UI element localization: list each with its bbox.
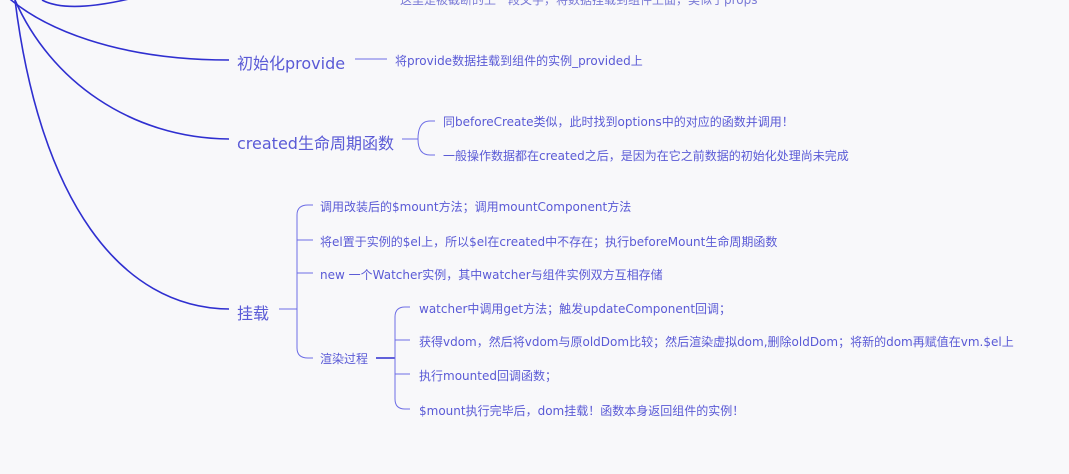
branch-created[interactable]: created生命周期函数 [237,134,394,153]
connector-provide [9,0,230,61]
render-child-4[interactable]: $mount执行完毕后，dom挂载！函数本身返回组件的实例！ [419,404,745,418]
connector-created-bracket [402,120,435,156]
created-child-2[interactable]: 一般操作数据都在created之后，是因为在它之前数据的初始化处理尚未完成 [443,149,849,163]
branch-render[interactable]: 渲染过程 [320,352,369,366]
truncated-top-text: 这里是被截断的上一段文字，将数据挂载到组件上面，类似于props [400,0,758,7]
connector-top-cut [41,0,128,8]
connector-mount [14,0,230,310]
branch-provide[interactable]: 初始化provide [237,54,346,73]
connector-mount-bracket [279,204,313,359]
render-child-1[interactable]: watcher中调用get方法；触发updateComponent回调； [419,302,732,316]
render-child-2[interactable]: 获得vdom，然后将vdom与原oldDom比较；然后渲染虚拟dom,删除old… [419,335,1014,349]
connector-created [14,0,230,140]
render-child-3[interactable]: 执行mounted回调函数； [419,369,557,383]
created-child-1[interactable]: 同beforeCreate类似，此时找到options中的对应的函数并调用！ [443,115,794,129]
mount-child-3[interactable]: new 一个Watcher实例，其中watcher与组件实例双方互相存储 [320,268,663,282]
connector-render-bracket [394,306,410,410]
branch-mount[interactable]: 挂载 [237,304,270,323]
provide-child-1[interactable]: 将provide数据挂载到组件的实例_provided上 [395,54,643,68]
mount-child-2[interactable]: 将el置于实例的$el上，所以$el在created中不存在；执行beforeM… [320,235,778,249]
mount-child-1[interactable]: 调用改装后的$mount方法；调用mountComponent方法 [320,200,632,214]
